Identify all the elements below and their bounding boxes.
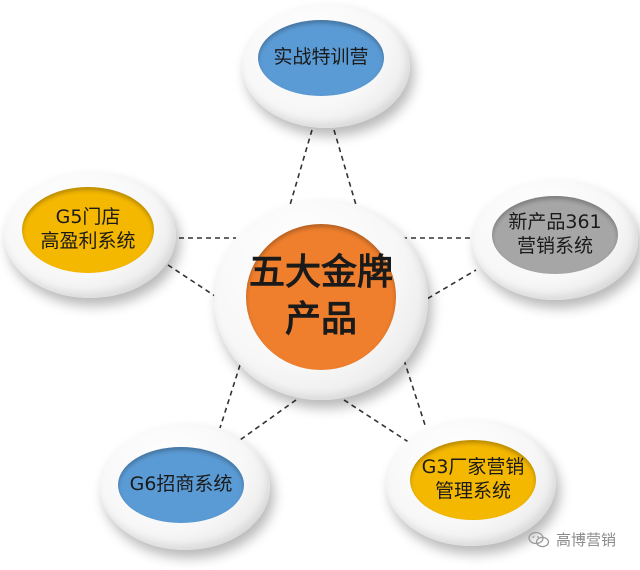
wechat-icon (528, 531, 550, 547)
node-bottom-right-label-2: 管理系统 (434, 480, 511, 502)
node-bottom-right-label-1: G3厂家营销 (421, 456, 525, 479)
node-right-label-2: 营销系统 (516, 235, 593, 257)
node-left-label-1: G5门店 (55, 206, 121, 229)
watermark-text: 高博营销 (556, 531, 617, 549)
connector-right-bottom (419, 269, 477, 304)
node-right: 新产品361 营销系统 (492, 196, 618, 274)
node-top-label: 实战特训营 (273, 46, 369, 69)
connector-bottomleft-left (219, 364, 241, 429)
connector-left-bottom (167, 264, 219, 299)
watermark: 高博营销 (528, 529, 616, 550)
center-node: 五大金牌 产品 (246, 224, 396, 370)
center-label-1: 五大金牌 (248, 252, 393, 294)
center-label-2: 产品 (284, 299, 357, 340)
node-bottom-left: G6招商系统 (118, 447, 244, 523)
node-bottom-left-label: G6招商系统 (129, 473, 233, 496)
node-bottom-right: G3厂家营销 管理系统 (410, 440, 536, 520)
connector-top-right (333, 129, 357, 206)
node-left-label-2: 高盈利系统 (40, 230, 136, 252)
connector-top-left (289, 129, 313, 206)
connector-bottomleft-right (239, 399, 297, 441)
node-top: 实战特训营 (258, 20, 384, 96)
node-right-label-1: 新产品361 (508, 211, 602, 234)
connector-bottomright-right (403, 359, 427, 429)
connector-bottomright-left (343, 399, 411, 444)
node-left: G5门店 高盈利系统 (22, 187, 154, 273)
